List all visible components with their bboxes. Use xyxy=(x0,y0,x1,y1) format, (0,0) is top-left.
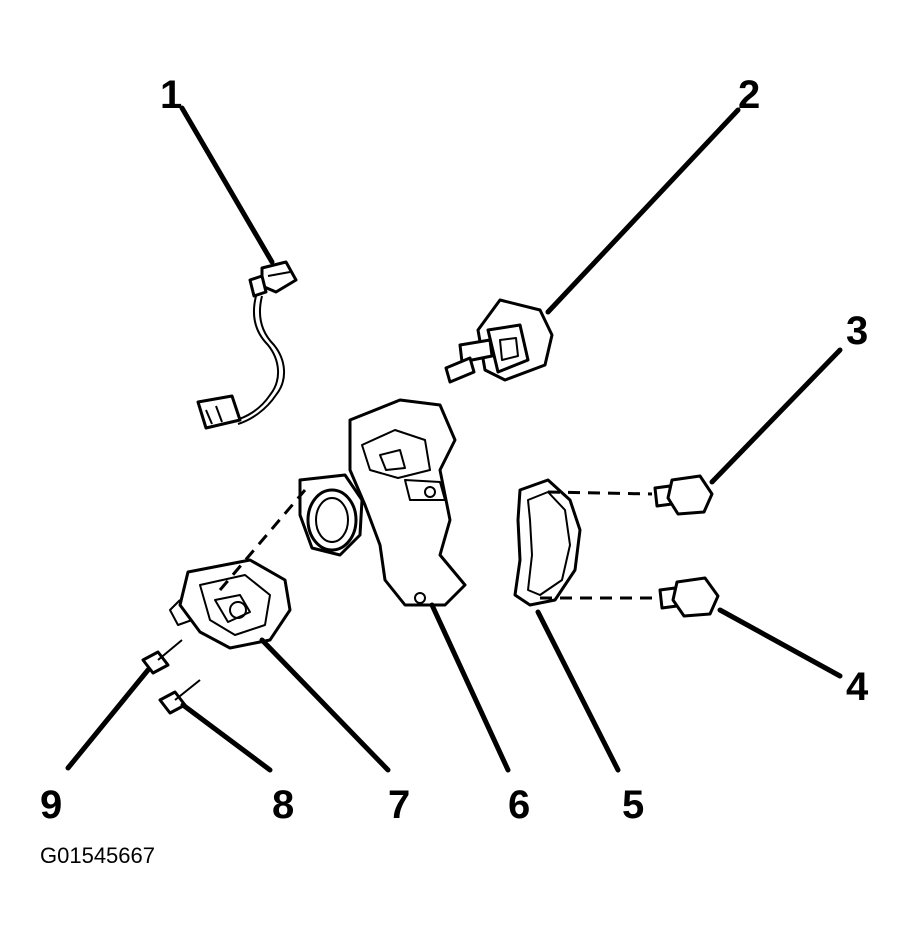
callout-6: 6 xyxy=(508,783,530,827)
figure-id: G01545667 xyxy=(40,843,155,868)
part-4-bolt xyxy=(658,576,720,618)
callout-9: 9 xyxy=(40,783,62,827)
callout-5: 5 xyxy=(622,783,644,827)
part-8-screw xyxy=(158,679,201,715)
part-3-bolt xyxy=(653,474,714,516)
part-7-ignition-switch xyxy=(169,558,292,650)
part-6-lock-housing xyxy=(298,398,467,607)
alignment-lines xyxy=(218,489,660,600)
callout-4: 4 xyxy=(846,665,869,709)
callout-3: 3 xyxy=(846,309,868,353)
leader-lines xyxy=(65,105,843,773)
part-1-wire-harness xyxy=(196,260,298,430)
callout-8: 8 xyxy=(272,783,294,827)
callout-labels: 1 2 3 4 5 6 7 8 9 xyxy=(40,73,869,827)
callout-1: 1 xyxy=(160,73,182,117)
callout-2: 2 xyxy=(738,73,760,117)
part-5-bracket xyxy=(513,478,582,607)
part-2-lock-cylinder xyxy=(444,298,554,384)
callout-7: 7 xyxy=(388,783,410,827)
